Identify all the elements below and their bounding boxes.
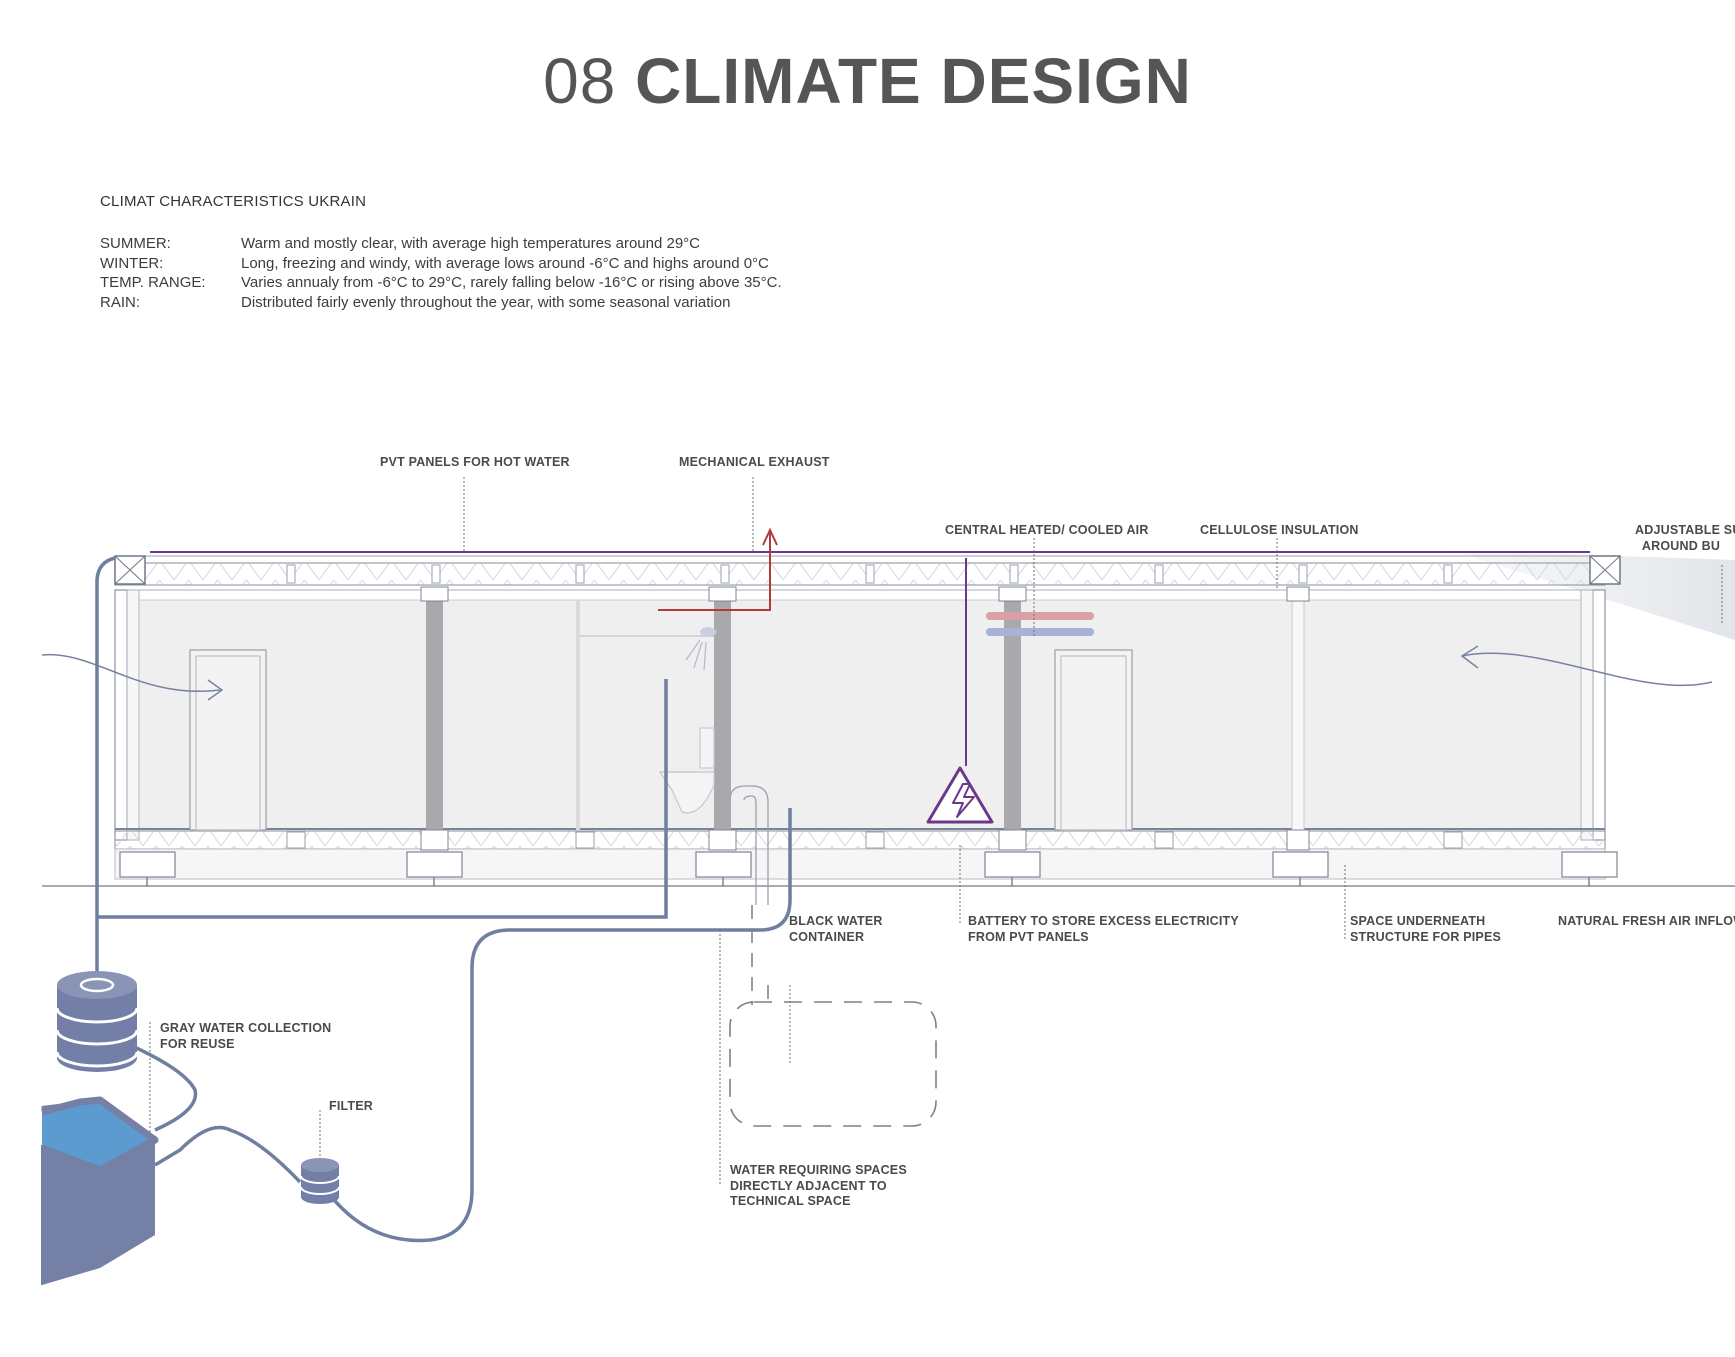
page-title: 08 CLIMATE DESIGN <box>0 44 1735 118</box>
title-text: CLIMATE DESIGN <box>635 45 1192 117</box>
building-interior <box>140 600 1580 830</box>
label-central-air: CENTRAL HEATED/ COOLED AIR <box>945 523 1149 537</box>
label-adjustable-sunshade: ADJUSTABLE SU AROUND BU <box>1635 523 1735 553</box>
climate-row-rain: RAIN: Distributed fairly evenly througho… <box>100 293 860 313</box>
climate-key: SUMMER: <box>100 235 171 252</box>
roof-band <box>114 562 1606 586</box>
climate-value: Warm and mostly clear, with average high… <box>241 235 700 252</box>
climate-row-temp-range: TEMP. RANGE: Varies annualy from -6°C to… <box>100 273 860 293</box>
label-mechanical-exhaust: MECHANICAL EXHAUST <box>679 455 830 469</box>
cistern-icon <box>729 1001 937 1127</box>
filter-icon <box>300 1158 340 1204</box>
climate-characteristics: CLIMAT CHARACTERISTICS UKRAIN SUMMER: Wa… <box>100 193 860 312</box>
climate-value: Varies annualy from -6°C to 29°C, rarely… <box>241 274 782 291</box>
climate-value: Long, freezing and windy, with average l… <box>241 254 769 272</box>
warning-electric-icon <box>926 766 994 824</box>
label-fresh-air-inflow: NATURAL FRESH AIR INFLOW <box>1558 914 1735 928</box>
gray-water-tank-icon <box>55 971 139 1072</box>
climate-value: Distributed fairly evenly throughout the… <box>241 293 731 311</box>
floor-band <box>114 830 1606 850</box>
gray-water-pipes <box>95 556 792 1243</box>
label-water-requiring-spaces: WATER REQUIRING SPACES DIRECTLY ADJACENT… <box>730 1163 907 1208</box>
toilet-icon <box>658 727 715 814</box>
columns <box>426 599 1305 831</box>
fresh-air-inflow <box>41 645 1713 701</box>
shower-icon <box>685 627 716 671</box>
title-number: 08 <box>543 45 617 117</box>
door-icon <box>1054 649 1133 831</box>
climate-key: RAIN: <box>100 293 141 311</box>
climate-heading: CLIMAT CHARACTERISTICS UKRAIN <box>100 193 367 210</box>
foundations <box>119 851 1618 878</box>
label-gray-water-collection: GRAY WATER COLLECTION FOR REUSE <box>160 1021 332 1051</box>
climate-key: WINTER: <box>100 254 164 272</box>
door-icon <box>189 649 267 831</box>
black-water-pipe <box>729 785 769 905</box>
label-battery: BATTERY TO STORE EXCESS ELECTRICITY FROM… <box>968 914 1239 944</box>
label-space-underneath: SPACE UNDERNEATH STRUCTURE FOR PIPES <box>1350 914 1502 944</box>
climate-key: TEMP. RANGE: <box>100 274 206 291</box>
label-black-water-container: BLACK WATER CONTAINER <box>789 914 883 944</box>
climate-row-summer: SUMMER: Warm and mostly clear, with aver… <box>100 234 860 254</box>
label-pvt-panels: PVT PANELS FOR HOT WATER <box>380 455 570 469</box>
label-cellulose-insulation: CELLULOSE INSULATION <box>1200 523 1359 537</box>
climate-row-winter: WINTER: Long, freezing and windy, with a… <box>100 254 860 274</box>
label-filter: FILTER <box>329 1099 374 1113</box>
exhaust-duct <box>658 532 771 611</box>
